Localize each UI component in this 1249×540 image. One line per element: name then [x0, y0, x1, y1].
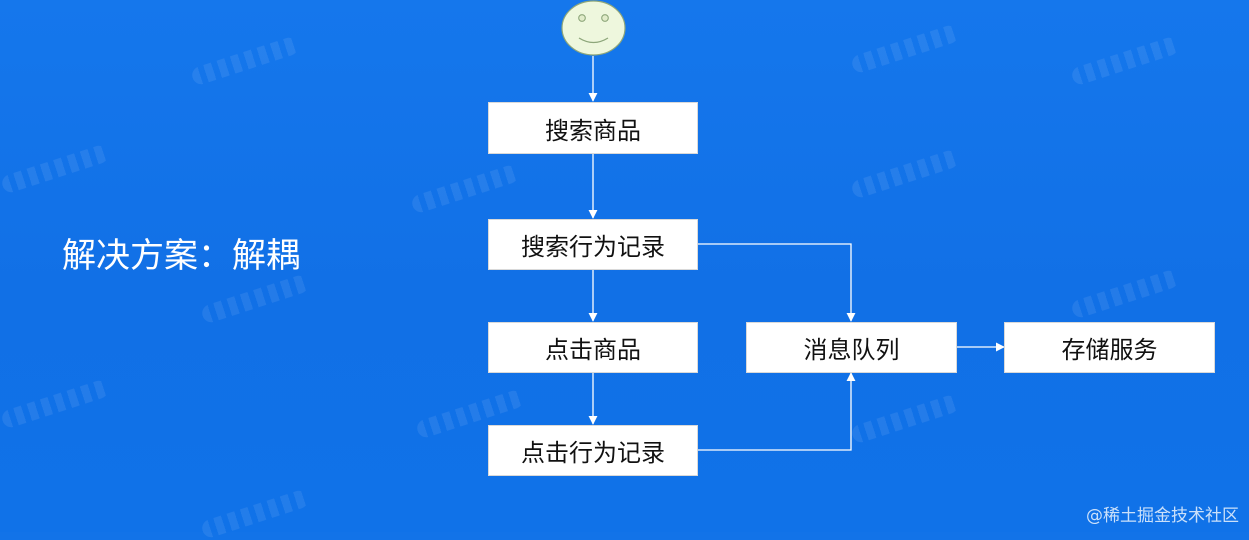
node-storage-service: 存储服务 [1004, 322, 1215, 373]
arrow-search-log-to-message-queue [698, 243, 856, 322]
node-message-queue: 消息队列 [746, 322, 957, 373]
footer-watermark: @稀土掘金技术社区 [1086, 506, 1239, 526]
smiley-face-icon [561, 0, 626, 56]
node-search-behavior-log: 搜索行为记录 [488, 219, 698, 270]
arrow-click-log-to-message-queue [698, 372, 856, 451]
node-search-product: 搜索商品 [488, 102, 698, 154]
node-click-product: 点击商品 [488, 322, 698, 373]
node-click-behavior-log: 点击行为记录 [488, 425, 698, 476]
slide-title: 解决方案：解耦 [62, 236, 300, 276]
